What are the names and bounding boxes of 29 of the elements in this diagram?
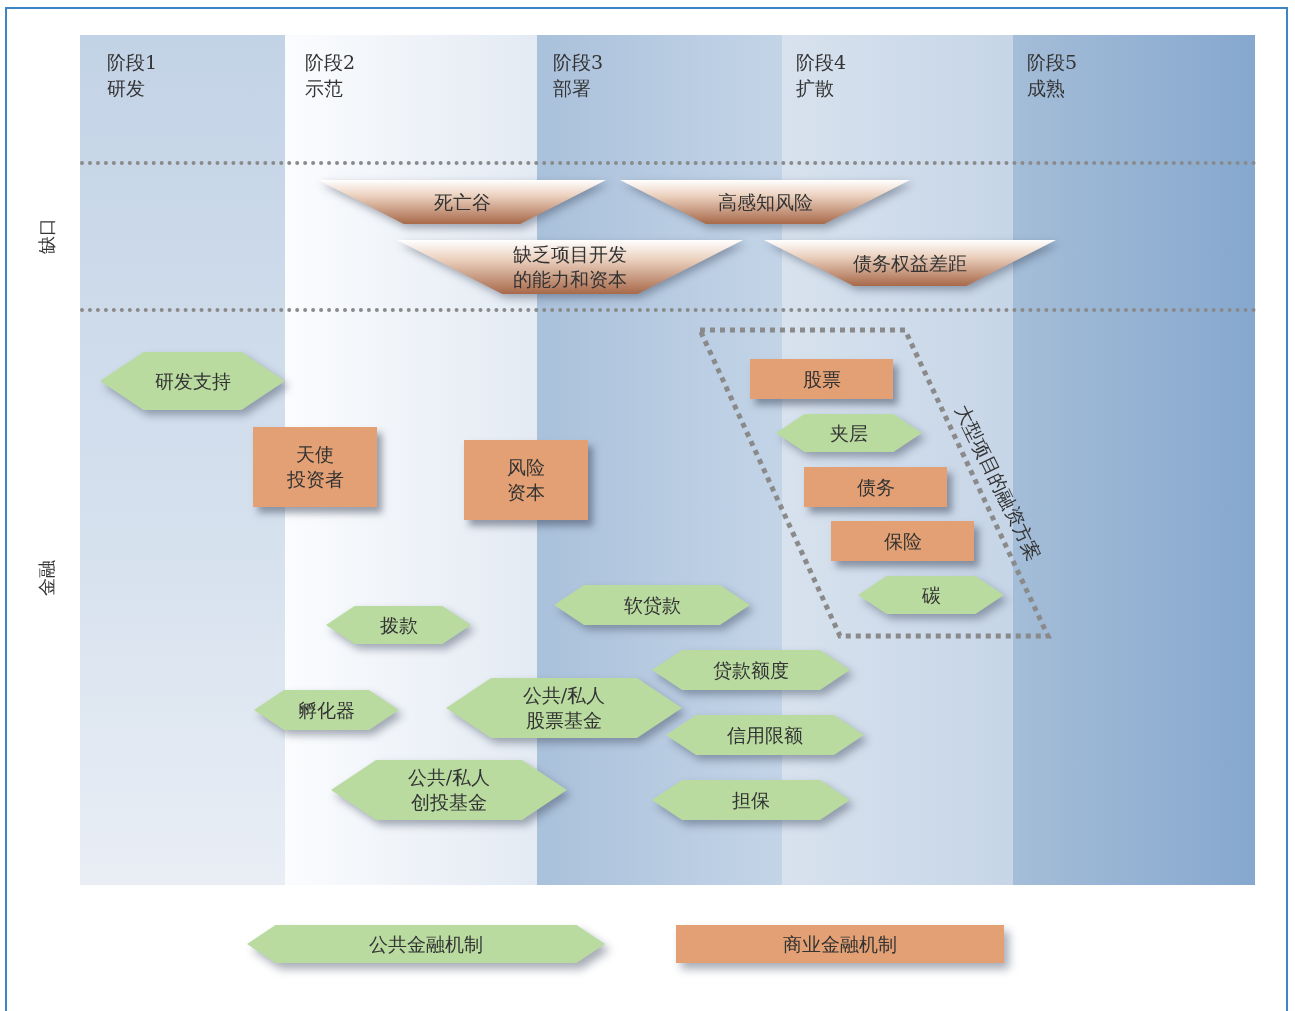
gap-trapezoid: 缺乏项目开发的能力和资本 [397, 240, 743, 294]
public-finance-hexagon: 软贷款 [554, 585, 750, 625]
stage-number: 阶段2 [305, 50, 356, 74]
gap-trapezoid: 债务权益差距 [764, 240, 1056, 286]
public-finance-hexagon: 孵化器 [254, 690, 399, 730]
stage-number: 阶段5 [1027, 50, 1078, 74]
stage-heading: 部署 [553, 76, 591, 100]
stage-heading: 成熟 [1027, 76, 1065, 100]
stage-number: 阶段4 [796, 50, 847, 74]
stage-heading: 示范 [305, 76, 343, 100]
public-finance-hexagon: 公共/私人创投基金 [331, 760, 567, 820]
stage-heading: 研发 [107, 76, 145, 100]
row-label: 缺口 [35, 217, 58, 256]
legend-text: 公共金融机制 [368, 932, 484, 957]
public-finance-hexagon: 公共/私人股票基金 [446, 678, 682, 738]
stage-number: 阶段3 [553, 50, 604, 74]
gap-trapezoid: 死亡谷 [318, 180, 606, 224]
public-finance-hexagon: 担保 [652, 780, 850, 820]
stage-number: 阶段1 [107, 50, 158, 74]
stage-heading: 扩散 [796, 76, 834, 100]
commercial-finance-box: 风险资本 [464, 440, 588, 520]
commercial-finance-box: 天使投资者 [253, 427, 377, 507]
public-finance-hexagon: 信用限额 [666, 715, 864, 755]
gap-trapezoid: 高感知风险 [620, 180, 910, 224]
public-finance-hexagon: 拨款 [326, 606, 471, 644]
public-finance-hexagon: 研发支持 [100, 352, 285, 410]
public-finance-hexagon: 贷款额度 [652, 650, 850, 690]
legend-text: 商业金融机制 [782, 932, 898, 957]
row-label: 金融 [35, 559, 58, 598]
